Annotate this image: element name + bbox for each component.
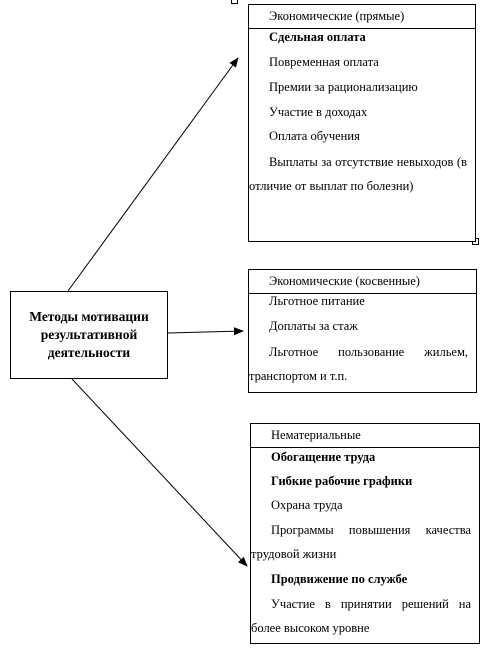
box-header: Экономические (прямые) bbox=[249, 5, 475, 29]
list-item: Доплаты за стаж bbox=[269, 319, 358, 333]
resize-handle bbox=[231, 0, 238, 4]
arrow-to-direct bbox=[67, 57, 239, 292]
list-item: Обогащение труда bbox=[271, 450, 376, 464]
list-item: Льготное питание bbox=[269, 294, 365, 308]
indirect-economic-box: Экономические (косвенные) Льготное питан… bbox=[248, 269, 477, 393]
list-item: Продвижение по службе bbox=[271, 572, 408, 586]
center-node-title: Методы мотивации результативной деятельн… bbox=[29, 309, 149, 360]
list-item: Оплата обучения bbox=[269, 129, 360, 143]
box-header: Экономические (косвенные) bbox=[249, 270, 476, 294]
list-item: Повременная оплата bbox=[269, 55, 379, 69]
list-item: Сдельная оплата bbox=[269, 30, 366, 44]
list-item: Участие в принятии решений на более высо… bbox=[251, 597, 471, 635]
direct-economic-box: Экономические (прямые) Сдельная оплата П… bbox=[248, 4, 476, 242]
list-item: Охрана труда bbox=[271, 498, 343, 512]
list-item: Выплаты за отсутствие невыходов (в отлич… bbox=[249, 155, 467, 193]
center-node: Методы мотивации результативной деятельн… bbox=[10, 291, 168, 379]
nonmaterial-box: Нематериальные Обогащение труда Гибкие р… bbox=[250, 423, 480, 644]
list-item: Участие в доходах bbox=[269, 105, 368, 119]
list-item: Льготное пользование жильем, транспортом… bbox=[249, 345, 468, 383]
arrow-to-indirect bbox=[167, 327, 244, 336]
arrow-to-nonmaterial bbox=[71, 378, 248, 567]
list-item: Программы повышения качества трудовой жи… bbox=[251, 523, 471, 561]
list-item: Премии за рационализацию bbox=[269, 80, 418, 94]
box-header: Нематериальные bbox=[251, 424, 479, 448]
list-item: Гибкие рабочие графики bbox=[271, 474, 413, 488]
